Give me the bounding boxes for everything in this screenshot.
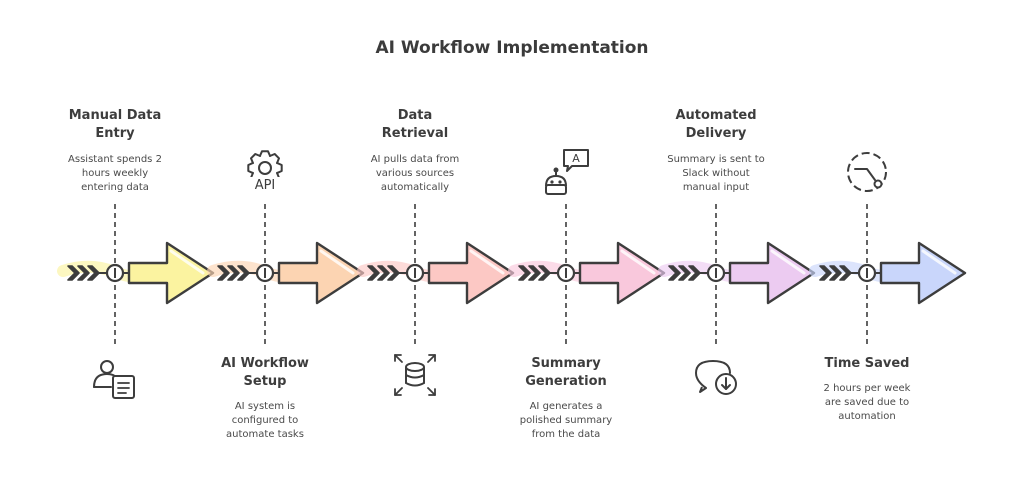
step-heading: Summary Generation <box>525 356 607 389</box>
robot-chat-icon: A <box>545 149 589 195</box>
step-heading: Automated Delivery <box>675 108 757 141</box>
step-description: AI system is configured to automate task… <box>226 401 304 440</box>
step-arrow <box>57 241 215 305</box>
step-description: AI pulls data from various sources autom… <box>370 154 460 193</box>
database-icon <box>394 354 436 396</box>
step-heading: AI Workflow Setup <box>221 356 309 389</box>
chat-download-icon <box>694 359 737 395</box>
clock-icon <box>847 152 887 192</box>
step-arrow <box>809 241 967 305</box>
chat-letter: A <box>572 152 580 165</box>
step-arrow <box>357 241 515 305</box>
api-label: API <box>255 178 276 193</box>
step-arrow <box>207 241 365 305</box>
step-description: 2 hours per week are saved due to automa… <box>823 383 911 422</box>
step-description: Summary is sent to Slack without manual … <box>667 154 765 193</box>
step-description: AI generates a polished summary from the… <box>519 401 613 440</box>
diagram-title: AI Workflow Implementation <box>375 38 649 58</box>
step-arrow <box>658 241 816 305</box>
step-heading: Data Retrieval <box>381 108 449 141</box>
step-description: Assistant spends 2 hours weekly entering… <box>68 154 162 193</box>
step-heading: Manual Data Entry <box>68 108 162 141</box>
person-document-icon <box>93 360 135 399</box>
step-heading: Time Saved <box>824 356 910 371</box>
gear-api-icon: API <box>247 150 283 193</box>
step-arrow <box>508 241 666 305</box>
